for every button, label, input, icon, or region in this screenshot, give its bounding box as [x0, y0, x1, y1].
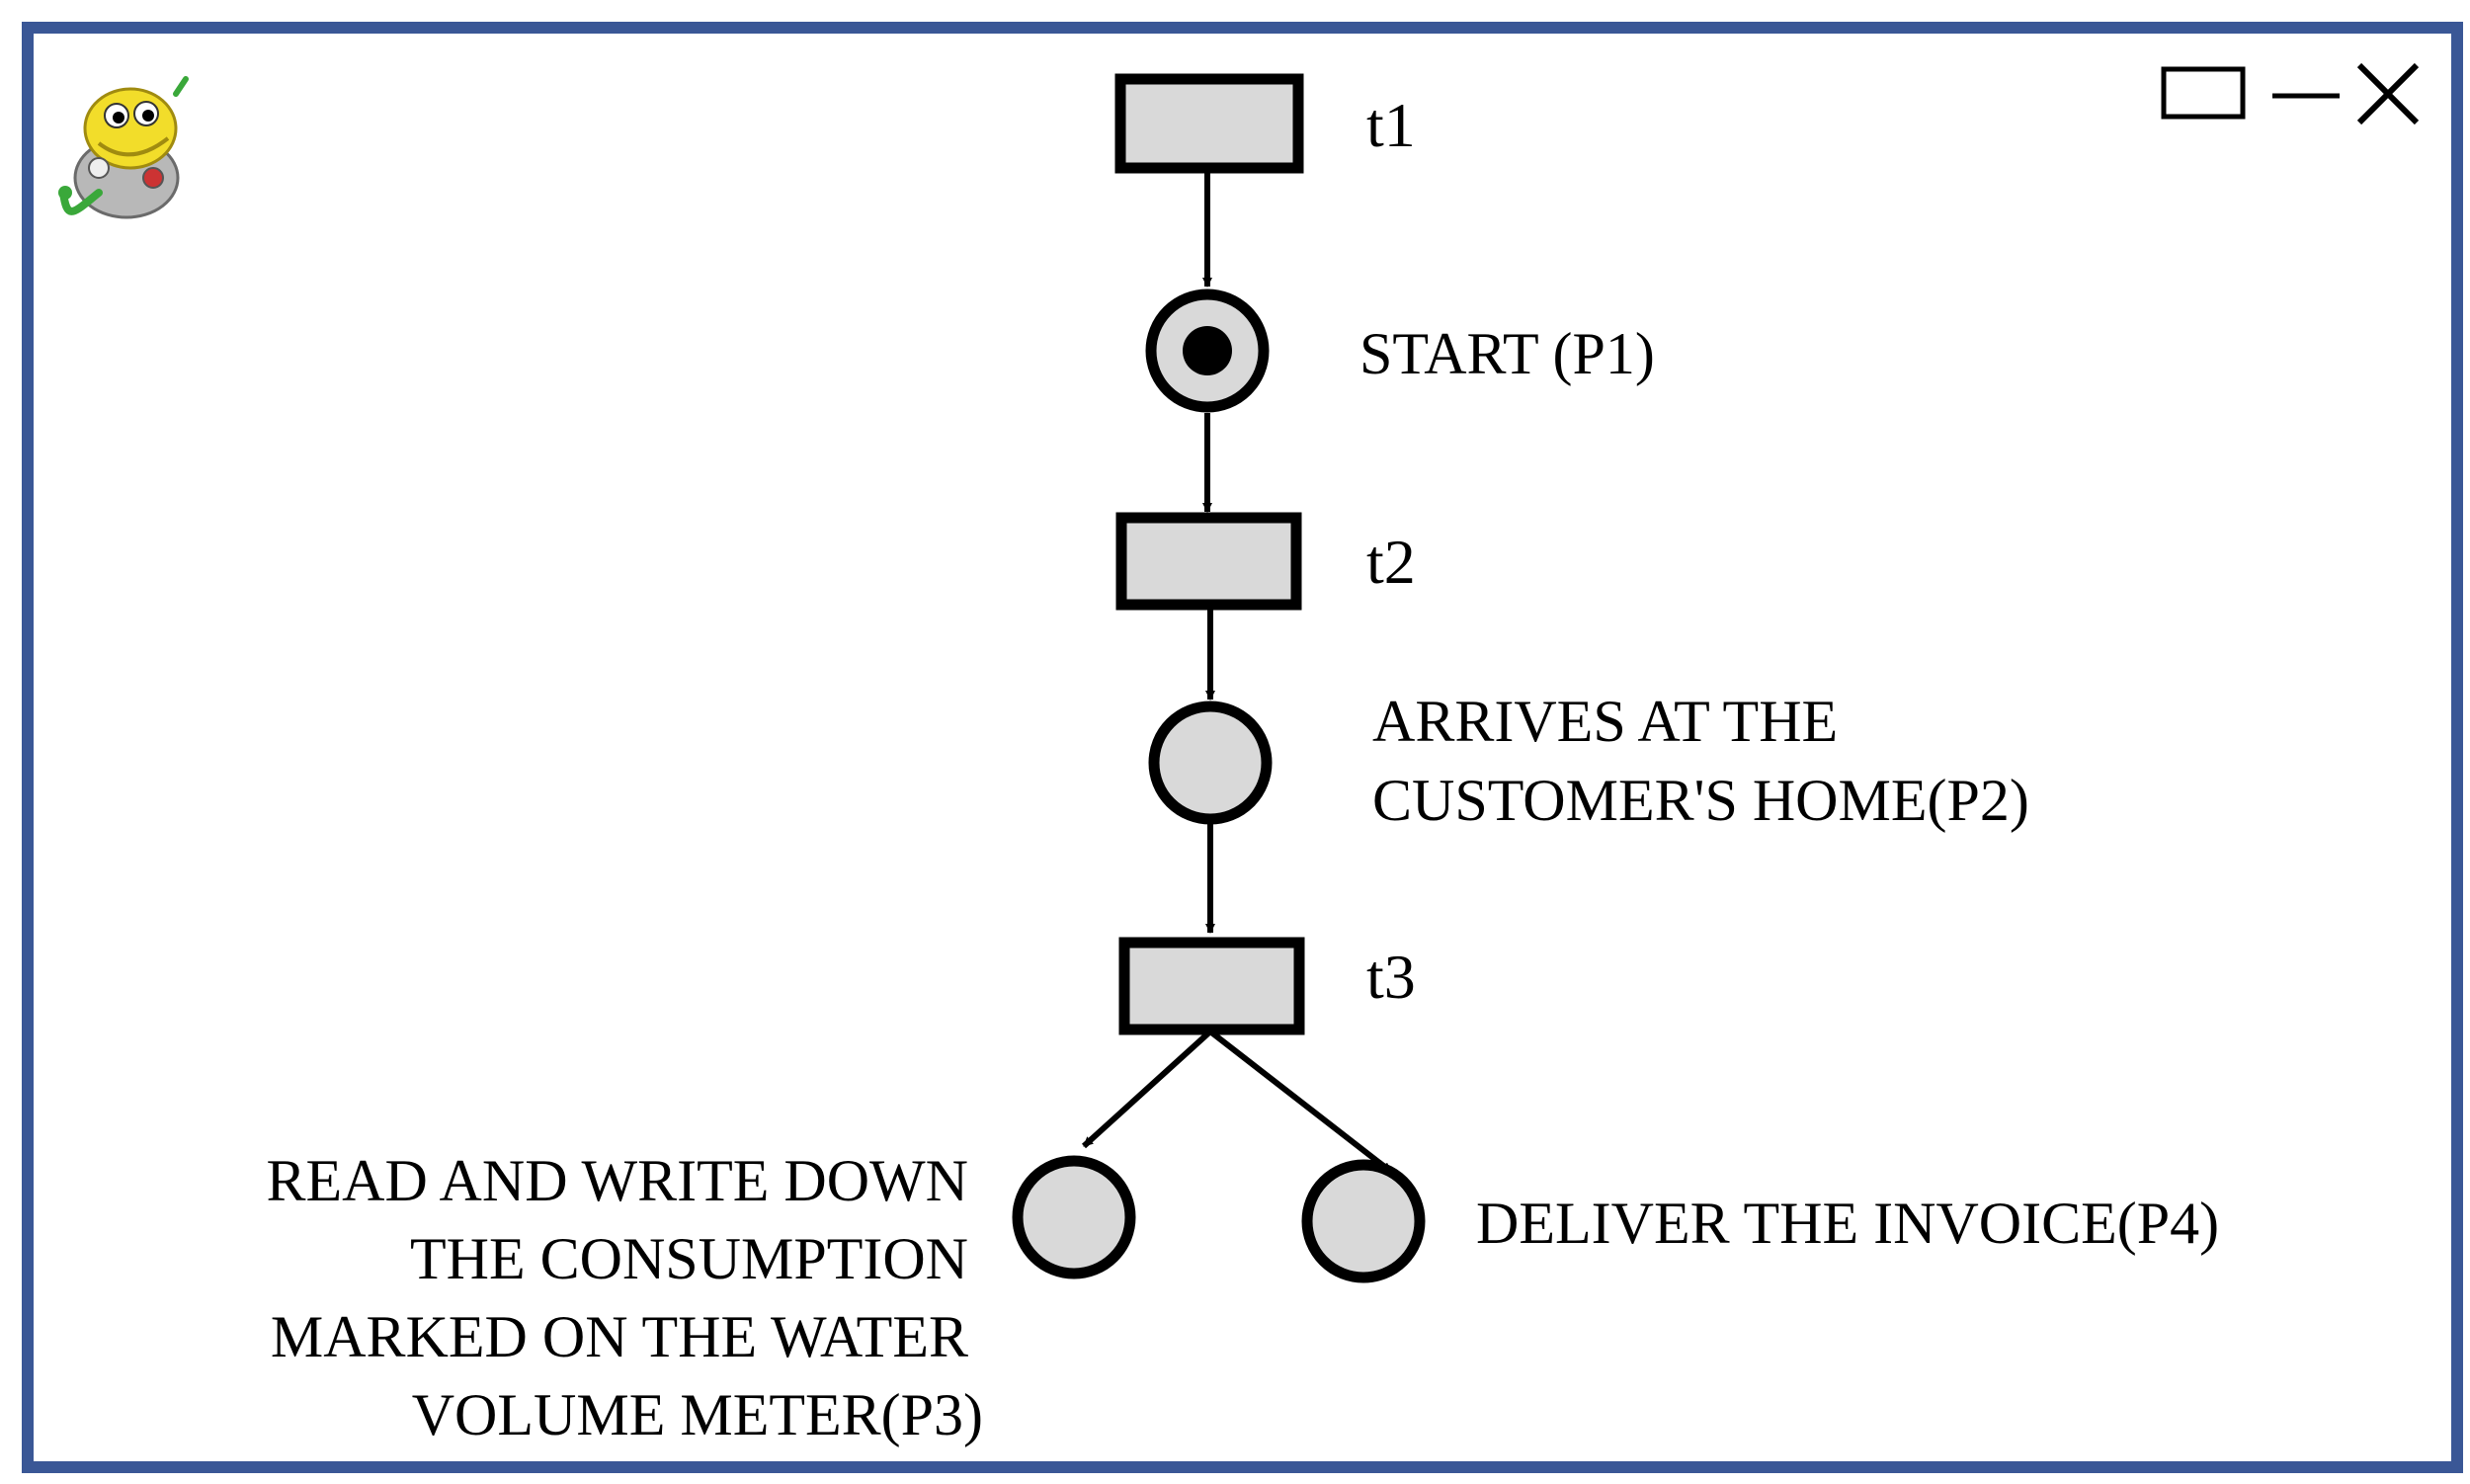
transition-t1 — [1114, 73, 1304, 174]
label-line: THE CONSUMPTION — [410, 1226, 968, 1291]
arcs — [1081, 170, 1393, 1175]
place-p3 — [1012, 1155, 1136, 1279]
place-p3-label: READ AND WRITE DOWN THE CONSUMPTION MARK… — [267, 1148, 983, 1447]
transition-box — [1115, 512, 1302, 611]
transition-t2-label: t2 — [1366, 527, 1416, 597]
close-icon — [2356, 62, 2420, 125]
label-line: MARKED ON THE WATER — [271, 1304, 968, 1369]
close-button[interactable] — [2356, 62, 2420, 125]
place-p2 — [1148, 701, 1273, 825]
label-line: DELIVER THE INVOICE(P4) — [1476, 1191, 2219, 1256]
transition-t1-label: t1 — [1366, 90, 1416, 160]
place-p2-label: ARRIVES AT THE CUSTOMER'S HOME(P2) — [1372, 689, 2029, 833]
place-circle — [1301, 1159, 1426, 1283]
label-line: CUSTOMER'S HOME(P2) — [1372, 768, 2029, 833]
maximize-button[interactable] — [2161, 66, 2246, 120]
maximize-icon — [2161, 66, 2246, 120]
transition-t3 — [1118, 937, 1305, 1035]
label-line: ARRIVES AT THE — [1372, 689, 1838, 754]
place-p1-label: START (P1) — [1359, 321, 1655, 386]
transition-box — [1114, 73, 1304, 174]
label-line: START (P1) — [1359, 321, 1655, 386]
arc-t3-p3 — [1081, 1029, 1213, 1149]
transition-box — [1118, 937, 1305, 1035]
place-p4-label: DELIVER THE INVOICE(P4) — [1476, 1191, 2219, 1256]
token — [1183, 326, 1232, 375]
transition-t2 — [1115, 512, 1302, 611]
place-p4 — [1301, 1159, 1426, 1283]
python-snake-icon — [58, 76, 189, 219]
place-p1 — [1145, 289, 1270, 413]
label-line: VOLUME METER(P3) — [412, 1382, 983, 1447]
place-circle — [1148, 701, 1273, 825]
place-circle — [1012, 1155, 1136, 1279]
transition-t3-label: t3 — [1366, 942, 1416, 1012]
arc-t3-p4 — [1208, 1029, 1393, 1175]
label-line: READ AND WRITE DOWN — [267, 1148, 968, 1213]
